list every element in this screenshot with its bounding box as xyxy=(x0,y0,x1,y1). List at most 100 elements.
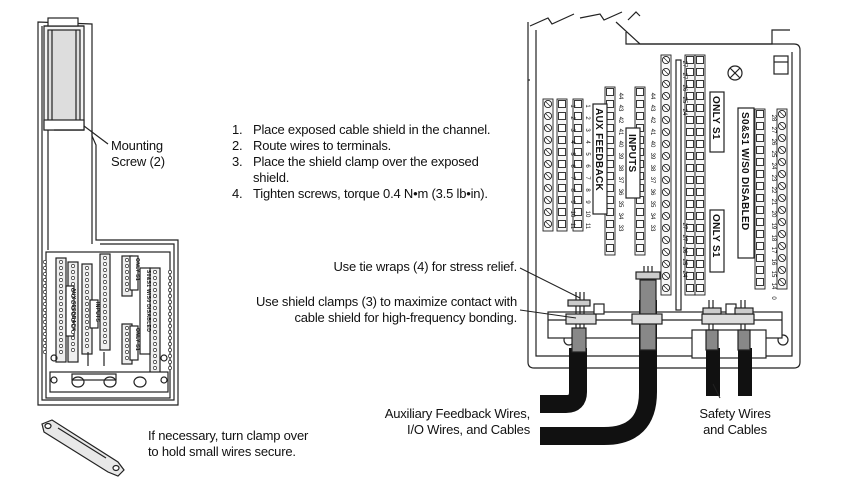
small-terminal xyxy=(71,270,75,274)
pin-number: 28 xyxy=(770,115,776,122)
small-terminal xyxy=(85,278,89,282)
svg-text:S0&S1 W/S0 DISABLED: S0&S1 W/S0 DISABLED xyxy=(739,112,750,231)
terminal-socket xyxy=(696,188,704,196)
terminal-socket xyxy=(606,88,614,96)
small-terminal xyxy=(125,356,129,360)
pin-number: 11 xyxy=(569,223,575,230)
terminal-socket xyxy=(696,248,704,256)
small-terminal xyxy=(153,306,157,310)
terminal-socket xyxy=(696,152,704,160)
small-terminal xyxy=(168,270,172,274)
pin-number: 16 xyxy=(770,259,776,266)
pin-number: 41 xyxy=(649,129,655,136)
terminal-strip xyxy=(694,54,706,296)
terminal-socket xyxy=(636,208,644,216)
pin-number: 24 xyxy=(681,271,687,278)
small-terminal xyxy=(153,288,157,292)
small-terminal xyxy=(71,324,75,328)
terminal-socket xyxy=(686,176,694,184)
pin-number: 3 xyxy=(584,128,590,132)
svg-text:INPUTS: INPUTS xyxy=(94,302,100,322)
small-terminal xyxy=(103,316,107,320)
terminal-socket xyxy=(686,128,694,136)
small-terminal xyxy=(168,282,172,286)
svg-text:INPUTS: INPUTS xyxy=(626,134,637,172)
terminal-socket xyxy=(686,224,694,232)
small-terminal xyxy=(43,260,47,264)
aux-wires-label: Auxiliary Feedback Wires, I/O Wires, and… xyxy=(384,406,530,437)
pin-number: 19 xyxy=(770,223,776,230)
terminal-socket xyxy=(686,152,694,160)
small-terminal xyxy=(153,294,157,298)
pin-number: 9 xyxy=(569,200,575,204)
terminal-socket xyxy=(574,100,582,108)
small-terminal xyxy=(85,314,89,318)
small-terminal xyxy=(43,308,47,312)
small-terminal xyxy=(168,318,172,322)
small-terminal xyxy=(153,366,157,370)
terminal-socket xyxy=(696,92,704,100)
terminal-socket xyxy=(574,172,582,180)
terminal-socket xyxy=(606,244,614,252)
pin-number: 35 xyxy=(649,201,655,208)
pin-number: 0 xyxy=(770,296,776,300)
pin-number: 33 xyxy=(649,225,655,232)
terminal-socket xyxy=(686,272,694,280)
small-terminal xyxy=(43,278,47,282)
small-terminal xyxy=(85,308,89,312)
small-terminal xyxy=(125,264,129,268)
pin-number: 6 xyxy=(584,164,590,168)
terminal-socket xyxy=(636,232,644,240)
small-terminal xyxy=(71,348,75,352)
small-terminal xyxy=(153,342,157,346)
small-terminal xyxy=(125,326,129,330)
pin-number: 25 xyxy=(681,97,687,104)
pin-number: 24 xyxy=(681,109,687,116)
small-terminal xyxy=(85,272,89,276)
small-view-labels: AUX FEEDBACK INPUTS ONLY S1 ONLY S1 S0&S… xyxy=(70,258,151,351)
pin-number: 5 xyxy=(584,152,590,156)
pin-numbers: 1234567891011123456789101144434241403938… xyxy=(569,61,776,301)
small-terminal xyxy=(153,276,157,280)
pin-number: 25 xyxy=(770,151,776,158)
pin-number: 42 xyxy=(649,117,655,124)
terminal-socket xyxy=(696,272,704,280)
small-terminal xyxy=(43,320,47,324)
terminal-socket xyxy=(686,164,694,172)
step-2: 2.Route wires to terminals. xyxy=(232,138,392,153)
terminal-socket xyxy=(686,260,694,268)
small-terminal xyxy=(103,298,107,302)
pin-number: 27 xyxy=(681,235,687,242)
small-terminal xyxy=(153,300,157,304)
terminal-socket xyxy=(686,92,694,100)
terminal-socket xyxy=(696,56,704,64)
terminal-socket xyxy=(756,278,764,286)
terminal-socket xyxy=(606,220,614,228)
terminal-socket xyxy=(686,236,694,244)
terminal-socket xyxy=(756,146,764,154)
small-terminal xyxy=(59,296,63,300)
small-terminal xyxy=(168,360,172,364)
terminal-socket xyxy=(696,140,704,148)
small-terminal xyxy=(71,288,75,292)
step-4: 4.Tighten screws, torque 0.4 N•m (3.5 lb… xyxy=(232,186,488,201)
terminal-socket xyxy=(696,104,704,112)
pin-number: 25 xyxy=(681,259,687,266)
small-terminal xyxy=(71,342,75,346)
step-1: 1.Place exposed cable shield in the chan… xyxy=(232,122,491,137)
pin-number: 7 xyxy=(569,176,575,180)
terminal-socket xyxy=(686,80,694,88)
small-terminal xyxy=(43,290,47,294)
small-terminal xyxy=(168,276,172,280)
small-terminal xyxy=(103,286,107,290)
pin-number: 23 xyxy=(770,175,776,182)
terminal-socket xyxy=(558,100,566,108)
small-terminal xyxy=(125,276,129,280)
small-terminal xyxy=(85,344,89,348)
small-terminal xyxy=(153,336,157,340)
small-terminal xyxy=(71,294,75,298)
small-terminal xyxy=(103,262,107,266)
terminal-socket xyxy=(606,232,614,240)
terminal-socket xyxy=(696,176,704,184)
